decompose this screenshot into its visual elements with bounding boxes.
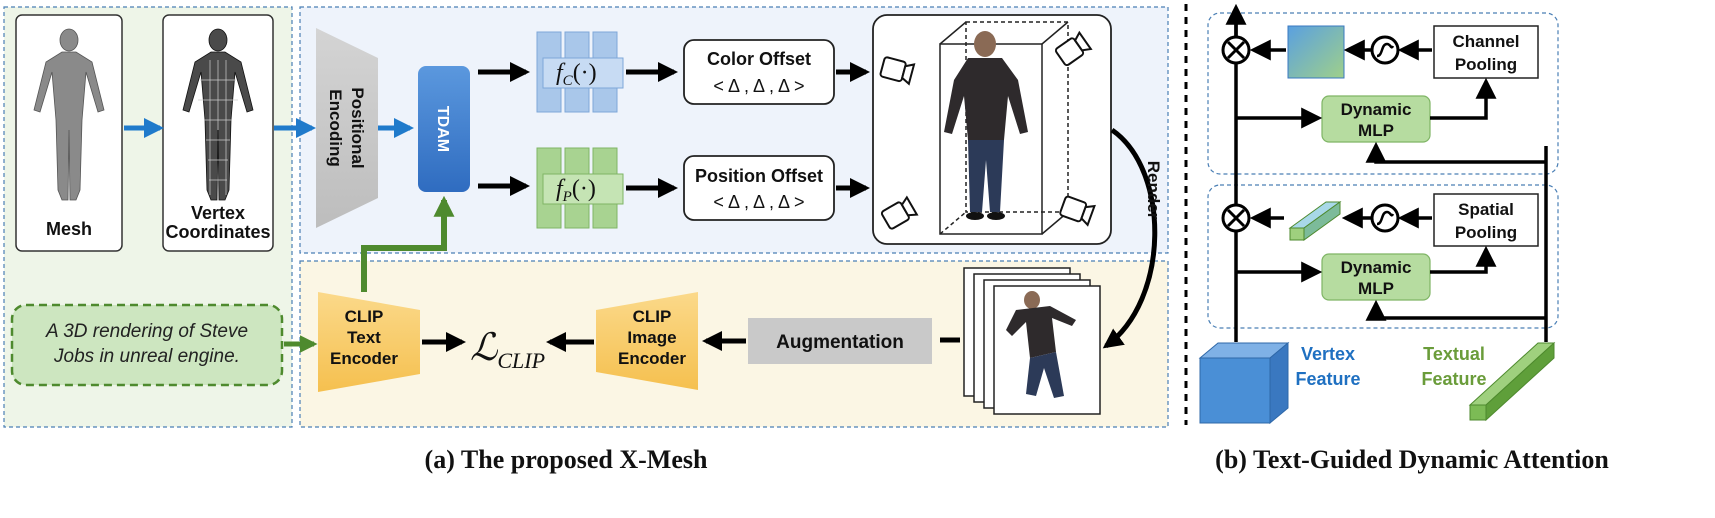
color-offset-box: Color Offset < Δ , Δ , Δ > — [683, 39, 835, 105]
spatial-mlp-label-1: Dynamic — [1341, 258, 1412, 277]
vertex-label-line1: Vertex — [191, 203, 245, 223]
arrow-text-to-channel-mlp — [1365, 141, 1546, 164]
spatial-sigmoid-node — [1370, 203, 1400, 233]
channel-mlp-label-1: Dynamic — [1341, 100, 1412, 119]
mesh-figure-icon — [33, 28, 105, 201]
vertex-card: Vertex Coordinates — [162, 14, 274, 252]
clip-image-label-3: Encoder — [618, 349, 686, 368]
clip-image-label-1: CLIP — [633, 307, 672, 326]
positional-encoding-block: Positional Encoding — [316, 28, 378, 228]
positional-label-2: Encoding — [326, 89, 345, 166]
fp-label: fP(·) — [556, 176, 596, 205]
textual-feature-label-1: Textual — [1423, 344, 1485, 364]
channel-weight-square — [1287, 25, 1345, 79]
mesh-label: Mesh — [46, 219, 92, 239]
clip-text-label-3: Encoder — [330, 349, 398, 368]
clip-image-label-2: Image — [627, 328, 676, 347]
arrow-channel-mlp-to-pool — [1430, 77, 1497, 120]
clip-text-label-2: Text — [347, 328, 381, 347]
textual-feature-label-2: Feature — [1421, 369, 1486, 389]
textual-feature-bar — [1468, 341, 1556, 422]
channel-dynamic-mlp-box: Dynamic MLP — [1321, 95, 1431, 143]
spatial-mlp-label-2: MLP — [1358, 279, 1394, 298]
tdam-block: TDAM — [418, 66, 470, 192]
render-label: Render — [1144, 161, 1163, 220]
spatial-attention-panel — [1207, 184, 1559, 329]
spatial-pooling-box: Spatial Pooling — [1433, 193, 1539, 247]
channel-sigmoid-node — [1370, 35, 1400, 65]
prompt-line-2: Jobs in unreal engine. — [53, 346, 240, 367]
augmented-person-figure — [1006, 291, 1076, 398]
caption-left: (a) The proposed X-Mesh — [425, 445, 708, 474]
channel-attention-panel — [1207, 12, 1559, 175]
camera-icon — [879, 30, 1096, 230]
arrow-text-to-tdam — [361, 195, 455, 292]
positional-label-1: Positional — [348, 87, 367, 168]
channel-pooling-label-1: Channel — [1452, 32, 1519, 51]
spatial-pooling-label-2: Pooling — [1455, 223, 1517, 242]
vertex-feature-cube — [1198, 341, 1290, 425]
position-offset-box: Position Offset < Δ , Δ , Δ > — [683, 155, 835, 221]
wireframe-figure-icon — [182, 28, 254, 201]
clip-text-encoder-block: CLIP Text Encoder — [318, 292, 420, 392]
render-scene-box — [872, 14, 1112, 245]
render-arrow — [1102, 127, 1158, 349]
mesh-card: Mesh — [15, 14, 123, 252]
channel-mlp-label-2: MLP — [1358, 121, 1394, 140]
spatial-dynamic-mlp-box: Dynamic MLP — [1321, 253, 1431, 301]
clip-image-encoder-block: CLIP Image Encoder — [596, 292, 698, 390]
tdam-label: TDAM — [434, 106, 451, 152]
vertex-feature-label-2: Feature — [1295, 369, 1360, 389]
spatial-multiply-node — [1221, 203, 1251, 233]
arrow-spatial-mlp-to-pool — [1430, 245, 1497, 274]
color-offset-value: < Δ , Δ , Δ > — [713, 76, 804, 96]
rendered-image-stack — [963, 267, 1101, 415]
channel-multiply-node — [1221, 35, 1251, 65]
augmentation-box: Augmentation — [748, 318, 932, 364]
prompt-line-1: A 3D rendering of Steve — [45, 321, 248, 342]
color-offset-title: Color Offset — [707, 49, 811, 69]
spatial-pooling-label-1: Spatial — [1458, 200, 1514, 219]
rendered-person-figure — [944, 31, 1028, 220]
fp-mlp-block: fP(·) — [536, 147, 624, 229]
vertex-label-line2: Coordinates — [165, 222, 270, 242]
position-offset-value: < Δ , Δ , Δ > — [713, 192, 804, 212]
arrow-text-to-spatial-mlp — [1365, 299, 1546, 321]
clip-loss-label: ℒCLIP — [470, 327, 545, 373]
position-offset-title: Position Offset — [695, 166, 823, 186]
channel-pooling-label-2: Pooling — [1455, 55, 1517, 74]
caption-right: (b) Text-Guided Dynamic Attention — [1215, 445, 1609, 474]
augmentation-label: Augmentation — [776, 332, 904, 353]
text-prompt-box: A 3D rendering of Steve Jobs in unreal e… — [10, 303, 284, 387]
channel-pooling-box: Channel Pooling — [1433, 25, 1539, 79]
fc-label: fC(·) — [556, 60, 597, 89]
vertex-feature-label-1: Vertex — [1301, 344, 1355, 364]
fc-mlp-block: fC(·) — [536, 31, 624, 113]
clip-text-label-1: CLIP — [345, 307, 384, 326]
spatial-weight-bar — [1288, 201, 1342, 241]
